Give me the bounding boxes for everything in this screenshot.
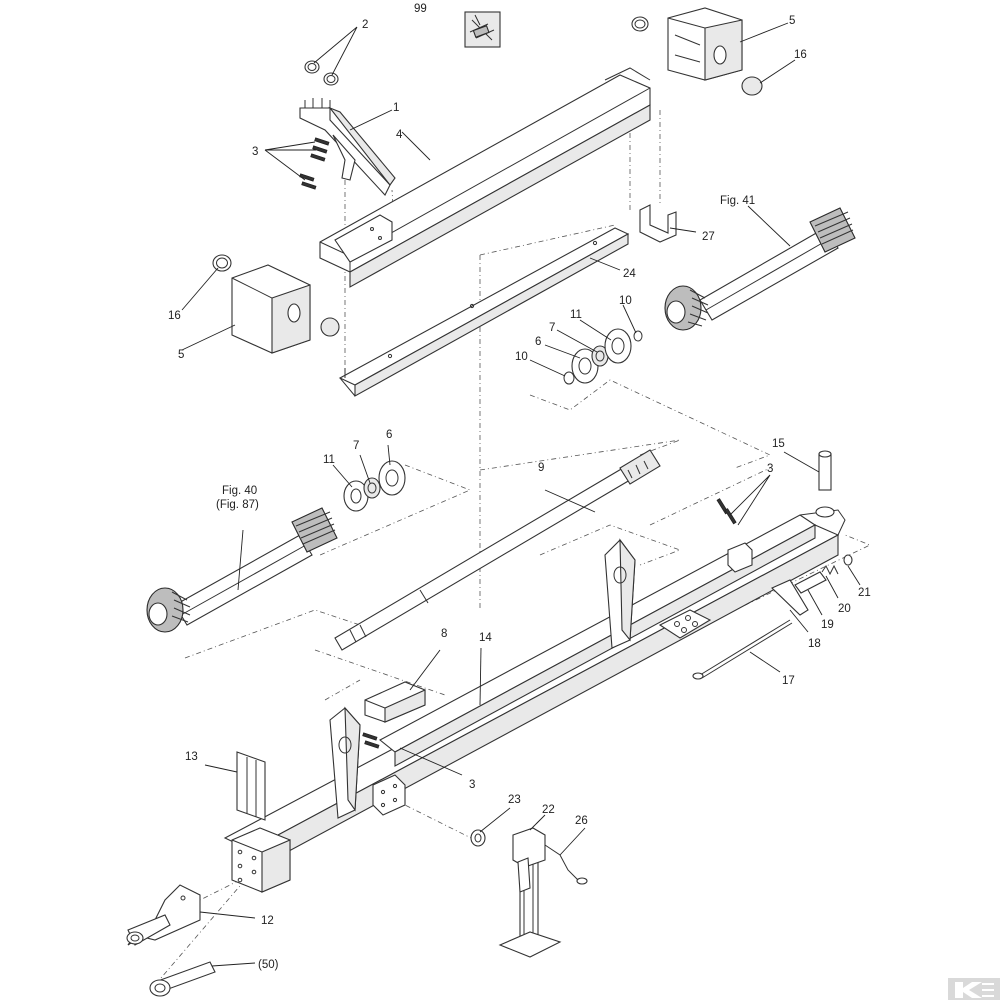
assembly-lines xyxy=(154,100,871,986)
callout-fig-41: Fig. 41 xyxy=(720,195,755,207)
pins-mid xyxy=(362,732,380,749)
upright-rear xyxy=(604,538,636,649)
angle-rail xyxy=(338,227,630,397)
callout-16: 16 xyxy=(168,310,181,322)
callout-99: 99 xyxy=(414,3,427,15)
callout-16: 16 xyxy=(794,49,807,61)
guard-plate xyxy=(236,751,266,821)
latch-handle xyxy=(771,579,809,616)
latch-block xyxy=(727,542,753,573)
main-shaft xyxy=(334,449,661,651)
circlip-upper-left xyxy=(563,371,575,385)
callout-6: 6 xyxy=(386,429,392,441)
callout-3: 3 xyxy=(252,146,258,158)
callout-labels: 99 2 1 3 4 5 16 27 16 5 24 Fig. 41 10 11… xyxy=(168,3,871,971)
callout-18: 18 xyxy=(808,638,821,650)
callout-fig-87: (Fig. 87) xyxy=(216,499,259,511)
latch-spring xyxy=(821,564,839,576)
brand-logo-icon xyxy=(948,978,1000,1000)
callout-11: 11 xyxy=(323,454,335,466)
callout-27: 27 xyxy=(702,231,715,243)
end-cap-top-right xyxy=(741,76,763,96)
callout-20: 20 xyxy=(838,603,851,615)
end-cap-left-top xyxy=(212,254,232,272)
callout-22: 22 xyxy=(542,804,555,816)
callout-12: 12 xyxy=(261,915,274,927)
safety-cable xyxy=(692,619,793,680)
end-cap-top-left xyxy=(631,16,649,32)
main-beam xyxy=(319,67,651,288)
shield-bracket xyxy=(639,204,677,243)
flange-lower xyxy=(378,460,406,496)
jack-crank xyxy=(544,844,588,885)
callout-19: 19 xyxy=(821,619,834,631)
callout-5: 5 xyxy=(789,15,795,27)
pin-hole xyxy=(815,506,835,518)
callout-2: 2 xyxy=(362,19,368,31)
latch-cap xyxy=(843,554,853,566)
step-plate xyxy=(658,609,712,639)
hitch xyxy=(126,884,201,946)
callout-21: 21 xyxy=(858,587,871,599)
gearbox-cover-top xyxy=(667,7,743,81)
pins-rear xyxy=(716,498,737,525)
callout-10: 10 xyxy=(619,295,632,307)
callout-14: 14 xyxy=(479,632,492,644)
end-cap-left-right xyxy=(320,317,340,337)
callout-9: 9 xyxy=(538,462,544,474)
callout-7: 7 xyxy=(549,322,555,334)
upright-front xyxy=(329,706,361,819)
callout-10: 10 xyxy=(515,351,528,363)
circlip-upper-right xyxy=(633,330,643,342)
callout-23: 23 xyxy=(508,794,521,806)
drawbar-eye xyxy=(149,961,216,997)
driveshaft-lower xyxy=(146,507,338,633)
rings xyxy=(304,60,339,86)
support-jack xyxy=(498,827,562,958)
callout-7: 7 xyxy=(353,440,359,452)
shaft-yoke-upper-left xyxy=(664,285,709,331)
callout-17: 17 xyxy=(782,675,795,687)
shaft-yoke-lower-right xyxy=(291,507,338,553)
bearing-lower xyxy=(363,477,381,499)
callout-6: 6 xyxy=(535,336,541,348)
callout-11: 11 xyxy=(570,309,582,321)
latch-pin xyxy=(794,571,827,594)
spacer-block xyxy=(364,681,426,723)
callout-15: 15 xyxy=(772,438,785,450)
hose-bracket xyxy=(299,98,396,196)
gearbox-cover-left xyxy=(231,264,311,354)
driveshaft-upper xyxy=(664,207,856,331)
flange-upper xyxy=(604,328,632,364)
callout-13: 13 xyxy=(185,751,198,763)
pins-top xyxy=(299,137,330,190)
leader-lines xyxy=(181,14,861,967)
shaft-yoke-lower-left xyxy=(146,587,191,633)
locking-pin xyxy=(818,450,832,491)
callout-3: 3 xyxy=(767,463,773,475)
callout-8: 8 xyxy=(441,628,447,640)
flange-set-lower xyxy=(343,460,406,512)
callout-fig-40: Fig. 40 xyxy=(222,485,257,497)
shaft-yoke-upper-right xyxy=(809,207,856,253)
callout-4: 4 xyxy=(396,129,403,141)
callout-24: 24 xyxy=(623,268,636,280)
hardware-kit-bag xyxy=(464,11,501,48)
callout-1: 1 xyxy=(393,102,399,114)
callout-26: 26 xyxy=(575,815,588,827)
callout-50: (50) xyxy=(258,959,279,971)
callout-5: 5 xyxy=(178,349,184,361)
washer xyxy=(470,829,486,847)
jack-mount xyxy=(372,774,406,816)
callout-3: 3 xyxy=(469,779,475,791)
